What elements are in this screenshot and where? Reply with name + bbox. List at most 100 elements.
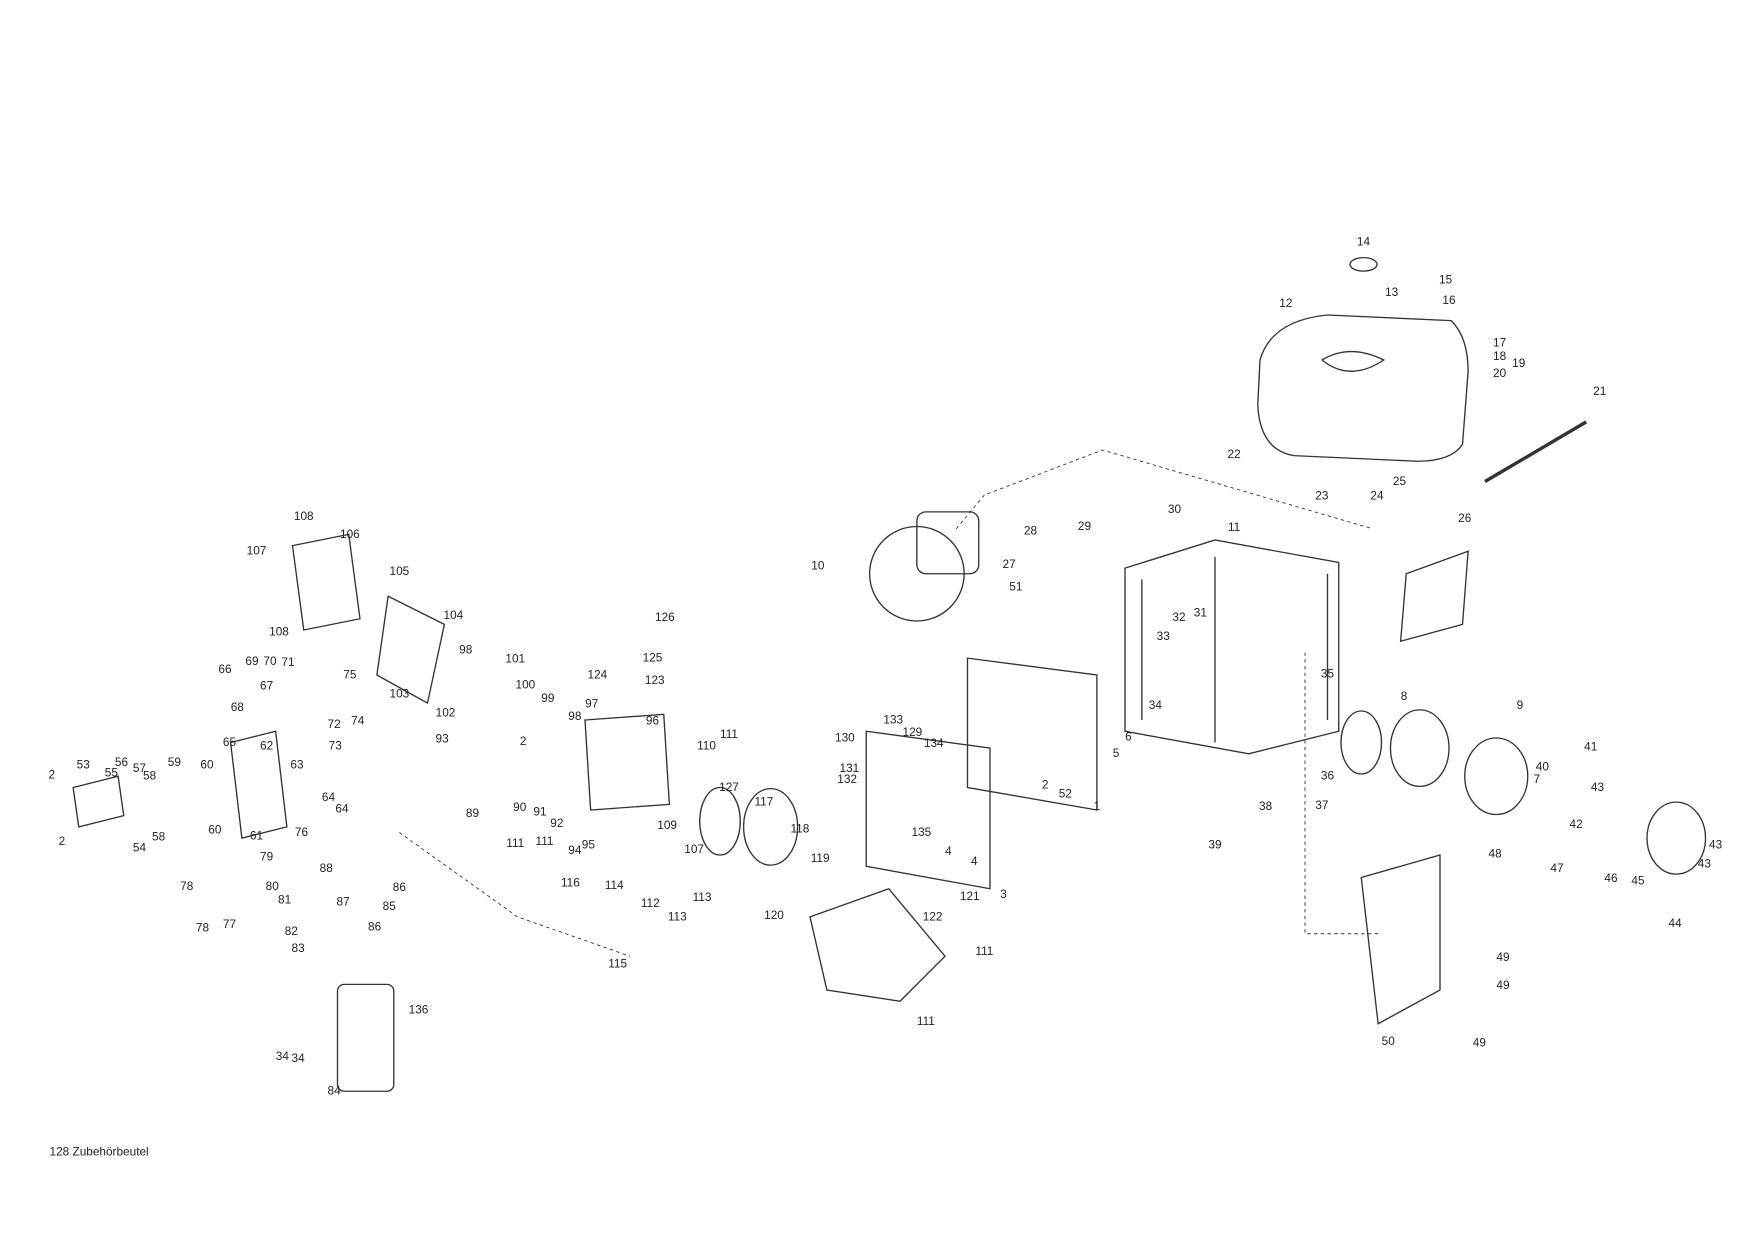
part-callout: 57 [132,761,147,776]
part-callout: 118 [790,822,810,836]
part-callout: 74 [351,714,365,728]
part-callout: 12 [1279,297,1293,311]
part-callout: 89 [465,806,480,821]
part-callout: 51 [1009,580,1023,595]
part-callout: 111 [916,1014,935,1029]
part-callout: 44 [1668,916,1682,931]
part-callout: 127 [719,780,739,795]
part-callout: 78 [180,879,194,894]
part-callout: 41 [1584,740,1598,754]
part-callout: 31 [1193,606,1207,620]
part-callout: 21 [1593,384,1607,399]
alternator [1340,550,1707,1025]
part-callout: 108 [293,509,314,524]
part-callout: 49 [1472,1036,1486,1050]
part-callout: 119 [810,851,830,866]
part-callout: 17 [1493,336,1507,350]
part-callout: 45 [1631,874,1645,888]
part-callout: 106 [340,527,360,542]
part-callout: 40 [1535,760,1549,775]
part-callout: 81 [278,893,292,907]
part-callout: 25 [1392,474,1407,489]
part-callout: 126 [655,610,675,625]
part-callout: 124 [587,668,608,682]
part-callout: 2 [48,768,56,782]
part-callout: 2 [519,734,527,749]
part-callout: 73 [328,739,342,753]
part-callout: 34 [275,1049,289,1064]
part-callout: 123 [644,673,665,688]
part-callout: 14 [1356,235,1371,249]
part-callout: 84 [327,1084,341,1099]
part-callout: 38 [1259,799,1273,814]
part-callout: 86 [368,920,382,934]
part-callout: 60 [208,823,222,838]
part-callout: 42 [1569,817,1583,832]
control-panel [865,657,1098,890]
part-callout: 64 [335,802,349,816]
part-callout: 66 [218,662,232,677]
part-callout: 50 [1381,1035,1395,1049]
part-callout: 61 [249,829,264,843]
part-callout: 3 [1000,887,1007,902]
part-callout: 108 [269,625,289,640]
part-callout: 22 [1227,447,1241,462]
part-callout: 96 [645,714,660,728]
part-callout: 10 [811,559,825,573]
part-callout: 49 [1496,950,1510,965]
part-callout: 103 [389,687,410,701]
part-callout: 114 [604,878,624,893]
part-callout: 116 [560,876,580,890]
part-callout: 111 [506,837,525,851]
part-callout: 105 [389,564,410,579]
part-callout: 129 [902,725,923,740]
part-callout: 120 [764,909,784,923]
part-callout: 72 [327,717,341,732]
part-callout: 28 [1023,524,1038,538]
part-callout: 107 [684,842,704,857]
part-callout: 110 [697,739,716,753]
part-callout: 43 [1709,838,1723,852]
part-callout: 86 [392,880,406,895]
part-callout: 94 [568,843,582,858]
part-callout: 130 [835,731,855,745]
part-callout: 135 [911,825,932,840]
part-callout: 98 [459,643,473,658]
part-callout: 24 [1370,489,1384,503]
part-callout: 1 [1093,799,1101,814]
part-callout: 95 [581,838,595,852]
part-callout: 53 [76,758,90,772]
frame [1124,539,1340,755]
part-callout: 93 [435,732,449,746]
part-callout: 75 [343,668,357,682]
part-callout: 33 [1156,630,1170,644]
part-callout: 99 [541,691,555,706]
part-callout: 62 [260,739,274,753]
part-callout: 70 [263,654,277,669]
part-callout: 88 [319,861,333,876]
part-callout: 83 [291,941,305,956]
part-callout: 134 [923,736,944,751]
part-callout: 104 [443,608,464,623]
part-callout: 131 [839,761,860,776]
part-callout: 68 [230,700,244,715]
part-callout: 52 [1058,787,1072,802]
part-callout: 77 [222,918,237,932]
part-callout: 18 [1493,349,1507,364]
part-callout: 16 [1442,293,1456,308]
part-callout: 102 [435,706,456,721]
part-callout: 32 [1172,610,1186,625]
part-callout: 98 [568,709,582,724]
part-callout: 48 [1488,847,1502,861]
part-callout: 117 [754,795,774,809]
part-callout: 87 [336,895,350,910]
part-callout: 92 [550,816,564,831]
part-callout: 111 [720,727,738,742]
part-callout: 36 [1320,769,1335,784]
part-callout: 7 [1533,772,1541,787]
accessory-bag-note: 128 Zubehörbeutel [49,1145,149,1159]
part-callout: 20 [1493,366,1507,381]
part-callout: 111 [535,834,554,849]
part-callout: 69 [245,654,259,669]
